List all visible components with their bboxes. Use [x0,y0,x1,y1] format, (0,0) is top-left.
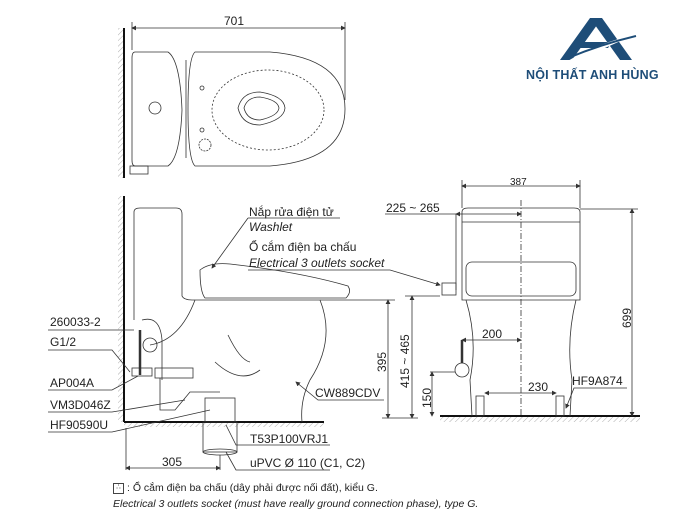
footnote-vi-text: : Ổ cắm điện ba chấu (dây phải được nối … [127,482,378,494]
socket-label-vi: Ổ cắm điện ba chấu [249,240,357,254]
dim-top-width: 701 [224,14,245,28]
part-hf90590u: HF90590U [50,418,109,432]
part-vm3d046z: VM3D046Z [50,398,111,412]
brand-logo-icon [560,18,638,64]
dim-bolt-spacing: 230 [528,380,549,394]
dim-total-height: 699 [620,307,634,328]
dim-socket-height: 415 ~ 465 [398,334,412,388]
part-cw889cdv: CW889CDV [315,386,381,400]
washlet-label-en: Washlet [249,220,293,234]
footnote-vi: ∴: Ổ cắm điện ba chấu (dây phải được nối… [113,482,378,494]
dim-seat-height: 395 [375,351,389,372]
part-upvc-pipe: uPVC Ø 110 (C1, C2) [250,456,366,470]
dim-rough-in: 305 [162,455,183,469]
brand-name: NỘI THẤT ANH HÙNG [526,68,659,82]
socket-label-en: Electrical 3 outlets socket [249,256,385,270]
side-view [48,196,441,471]
dim-supply-height: 150 [420,387,434,408]
washlet-label-vi: Nắp rửa điện tử [249,205,334,219]
part-g1-2: G1/2 [50,335,77,349]
dim-supply-offset: 200 [482,327,503,341]
dim-front-width: 387 [510,177,527,188]
part-260033-2: 260033-2 [50,315,101,329]
part-t53p100vrj1: T53P100VRJ1 [250,432,329,446]
part-ap004a: AP004A [50,376,95,390]
socket-icon: ∴ [113,482,124,494]
front-view [385,180,640,422]
footnote-en: Electrical 3 outlets socket (must have r… [113,498,479,510]
part-hf9a874: HF9A874 [572,374,623,388]
top-view [118,22,346,178]
dim-socket-offset: 225 ~ 265 [386,201,440,215]
